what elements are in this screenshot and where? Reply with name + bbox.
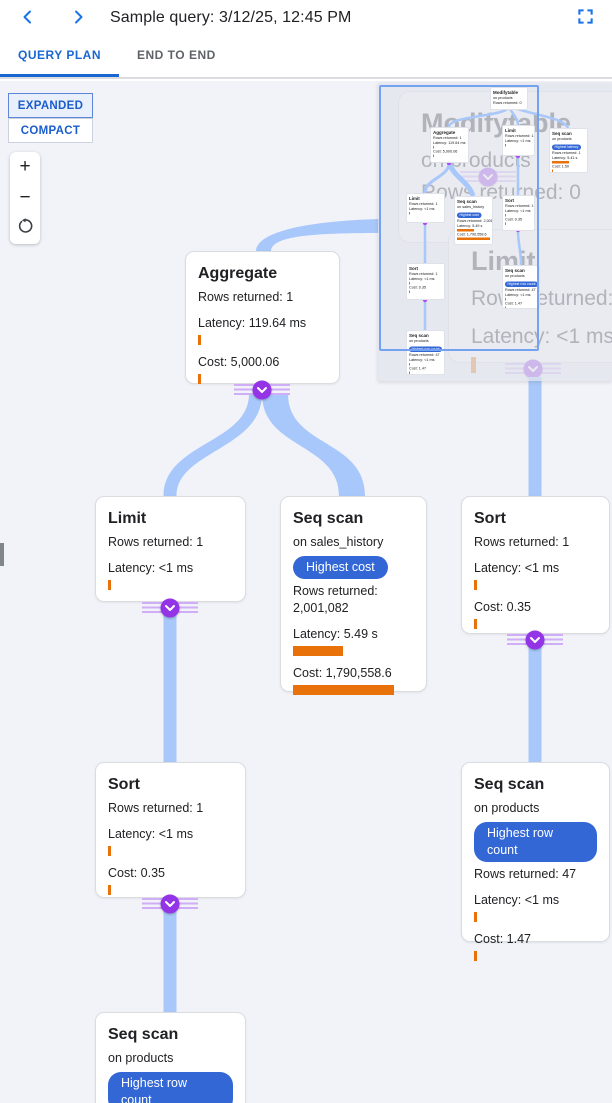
plan-links bbox=[163, 219, 542, 1012]
latency: Latency: <1 ms bbox=[474, 893, 560, 907]
cost: Cost: 5,000.06 bbox=[198, 355, 280, 369]
node-title: Seq scan bbox=[293, 510, 364, 527]
chevron-down-icon bbox=[165, 604, 175, 611]
cost-bar bbox=[198, 374, 201, 384]
node-sort-right[interactable]: Sort Rows returned: 1 Latency: <1 ms Cos… bbox=[461, 496, 610, 634]
collapse-node-button[interactable] bbox=[160, 598, 180, 618]
fullscreen-button[interactable] bbox=[568, 3, 602, 33]
expander-limit bbox=[142, 598, 198, 618]
latency-bar bbox=[198, 335, 201, 345]
cost: Cost: 0.35 bbox=[474, 600, 531, 614]
left-scrollbar-thumb[interactable] bbox=[0, 543, 4, 566]
node-aggregate[interactable]: Aggregate Rows returned: 1 Latency: 119.… bbox=[185, 251, 340, 384]
cost: Cost: 1.47 bbox=[474, 932, 531, 946]
chevron-left-icon bbox=[19, 8, 37, 29]
latency: Latency: <1 ms bbox=[474, 561, 560, 575]
node-sort-left[interactable]: Sort Rows returned: 1 Latency: <1 ms Cos… bbox=[95, 762, 246, 898]
minimap-viewport[interactable] bbox=[379, 85, 539, 351]
chevron-down-icon bbox=[257, 386, 267, 393]
next-query-button[interactable] bbox=[58, 2, 98, 34]
latency-bar bbox=[108, 580, 111, 590]
rows-returned: Rows returned: 1 bbox=[198, 290, 294, 304]
node-title: Seq scan bbox=[474, 776, 545, 793]
node-table: on products bbox=[108, 1051, 174, 1065]
node-table: on products bbox=[474, 801, 540, 815]
cost-bar bbox=[474, 619, 477, 629]
rows-returned: Rows returned: 1 bbox=[108, 801, 204, 815]
highest-cost-badge: Highest cost bbox=[293, 556, 388, 579]
expander-sort-left bbox=[142, 894, 198, 914]
compact-button[interactable]: COMPACT bbox=[8, 118, 93, 143]
layout-toggle: EXPANDED COMPACT bbox=[8, 93, 93, 143]
highest-row-count-badge: Highest row count bbox=[474, 822, 597, 862]
collapse-node-button[interactable] bbox=[525, 630, 545, 650]
cost: Cost: 0.35 bbox=[108, 866, 165, 880]
page-title: Sample query: 3/12/25, 12:45 PM bbox=[110, 9, 352, 26]
zoom-out-button[interactable]: − bbox=[11, 185, 39, 211]
node-seq-scan-sales-history[interactable]: Seq scan on sales_history Highest cost R… bbox=[280, 496, 427, 695]
latency: Latency: 119.64 ms bbox=[198, 316, 307, 330]
chevron-right-icon bbox=[69, 8, 87, 29]
zoom-controls: + − bbox=[10, 152, 40, 244]
latency: Latency: <1 ms bbox=[108, 827, 194, 841]
reset-view-button[interactable] bbox=[11, 216, 39, 242]
tab-query-plan[interactable]: QUERY PLAN bbox=[0, 36, 120, 77]
tab-end-to-end[interactable]: END TO END bbox=[137, 48, 216, 62]
expanded-button[interactable]: EXPANDED bbox=[8, 93, 93, 118]
node-title: Limit bbox=[108, 510, 147, 527]
chevron-down-icon bbox=[530, 636, 540, 643]
latency-bar bbox=[293, 646, 343, 656]
latency: Latency: 5.49 s bbox=[293, 627, 378, 641]
cost-bar bbox=[108, 885, 111, 895]
previous-query-button[interactable] bbox=[8, 2, 48, 34]
plan-canvas[interactable]: Modifytable on products Rows returned: 0… bbox=[0, 81, 612, 1103]
node-title: Aggregate bbox=[198, 265, 278, 282]
cost-bar bbox=[474, 951, 477, 961]
latency-bar bbox=[474, 912, 477, 922]
latency: Latency: <1 ms bbox=[108, 561, 194, 575]
rows-returned: Rows returned: 47 bbox=[474, 867, 577, 881]
collapse-node-button[interactable] bbox=[252, 380, 272, 400]
zoom-in-button[interactable]: + bbox=[11, 154, 39, 180]
rows-returned: Rows returned: 1 bbox=[108, 535, 204, 549]
reset-icon bbox=[17, 218, 33, 239]
highest-row-count-badge: Highest row count bbox=[108, 1072, 233, 1103]
chevron-down-icon bbox=[165, 900, 175, 907]
node-limit[interactable]: Limit Rows returned: 1 Latency: <1 ms bbox=[95, 496, 246, 602]
node-seq-scan-products-right[interactable]: Seq scan on products Highest row count R… bbox=[461, 762, 610, 961]
expander-sort-right bbox=[507, 630, 563, 650]
collapse-node-button[interactable] bbox=[160, 894, 180, 914]
node-title: Sort bbox=[108, 776, 140, 793]
cost-bar bbox=[293, 685, 394, 695]
latency-bar bbox=[108, 846, 111, 856]
node-seq-scan-products-bottom[interactable]: Seq scan on products Highest row count R… bbox=[95, 1012, 246, 1103]
rows-returned: Rows returned: 1 bbox=[474, 535, 570, 549]
node-title: Seq scan bbox=[108, 1026, 179, 1043]
node-table: on sales_history bbox=[293, 535, 384, 549]
cost: Cost: 1,790,558.6 bbox=[293, 666, 392, 680]
latency-bar bbox=[474, 580, 477, 590]
tab-bar: QUERY PLAN END TO END bbox=[0, 36, 612, 79]
header: Sample query: 3/12/25, 12:45 PM bbox=[0, 0, 612, 36]
node-title: Sort bbox=[474, 510, 506, 527]
expander-aggregate bbox=[234, 380, 290, 400]
fullscreen-icon bbox=[577, 8, 594, 28]
rows-returned: Rows returned: 2,001,082 bbox=[293, 584, 378, 615]
